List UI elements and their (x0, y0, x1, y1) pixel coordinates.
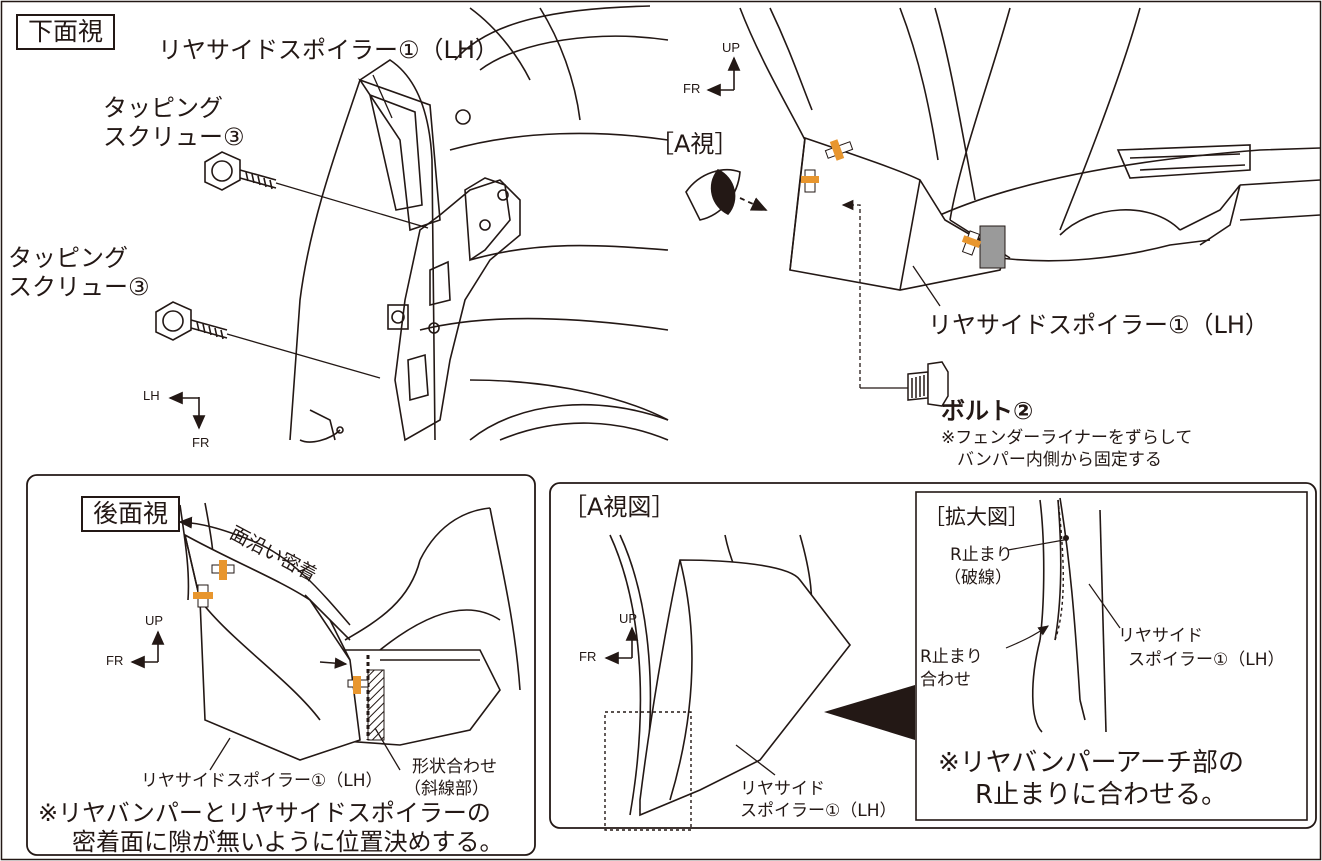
r-stop1-line1: R止まり (950, 545, 1013, 565)
screw-2-label-line2: スクリュー③ (8, 273, 150, 301)
zoom-note-line2: R止まりに合わせる。 (975, 780, 1228, 810)
view-a-label: ［A視］ (650, 130, 739, 158)
top-left-part-label: リヤサイドスポイラー①（LH） (158, 36, 499, 64)
view-a-arrow (739, 197, 768, 211)
rear-axis-up-label: UP (145, 613, 164, 628)
tape-pieces-top-right (801, 139, 982, 256)
r-stop2-line2: 合わせ (920, 670, 971, 690)
screw-2-label-line1: タッピング (8, 244, 128, 272)
leader-part-rear (209, 737, 231, 771)
underside-view-title: 下面視 (16, 14, 116, 50)
zoom-pointer (824, 685, 915, 740)
bolt-hidden-arrow (841, 199, 861, 388)
view-a-zoom-box (604, 711, 692, 831)
leader-part-top-right (912, 265, 941, 307)
r-stop2-line1: R止まり (920, 647, 983, 667)
screw-1-label-line2: スクリュー③ (103, 123, 245, 151)
bolt-label: ボルト② (941, 397, 1034, 425)
rear-axis-fr-label: FR (106, 653, 124, 668)
leader-shape-match (374, 727, 401, 771)
view-a-drawing (609, 534, 852, 817)
tape-pieces-rear (193, 560, 369, 694)
bolt-note-line2: バンパー内側から固定する (957, 450, 1162, 470)
panel-view-a (549, 482, 1317, 829)
rear-view-title: 後面視 (81, 496, 181, 532)
tapping-screw-2-graphic (155, 301, 228, 341)
view-a-diagram-title: ［A視図］ (563, 493, 676, 521)
zoom-part-line1: リヤサイド (1118, 626, 1203, 646)
screw-1-label-line1: タッピング (103, 94, 223, 122)
leader-part-top-left (372, 74, 393, 119)
rear-part-label: リヤサイドスポイラー①（LH） (141, 771, 383, 791)
axis-lh-label: LH (143, 388, 160, 403)
diag-label-arrow (178, 516, 351, 626)
va-part-line1: リヤサイド (740, 779, 825, 799)
leader-screw-2 (226, 333, 381, 379)
rear-note-line1: ※リヤバンパーとリヤサイドスポイラーの (38, 799, 491, 827)
va-part-line2: スポイラー①（LH） (740, 801, 897, 821)
tapping-screw-1-graphic (204, 151, 277, 191)
gray-seal (979, 225, 1006, 269)
zoom-part-line2: スポイラー①（LH） (1128, 650, 1285, 670)
va-axis-up-label: UP (619, 611, 638, 626)
r-stop1-line2: （破線） (944, 568, 1012, 588)
shape-match-line2: （斜線部） (404, 779, 489, 799)
axis-fr-label: FR (192, 435, 210, 450)
bolt-graphic (907, 361, 949, 407)
leader-screw-1 (275, 182, 429, 229)
zoom-title: ［拡大図］ (924, 505, 1029, 529)
leader-part-view-a (735, 744, 776, 776)
eye-icon (685, 168, 741, 221)
rear-view-drawing (739, 7, 1321, 291)
zoom-note-line1: ※リヤバンパーアーチ部の (938, 748, 1244, 778)
tr-axis-fr-label: FR (683, 81, 701, 96)
va-axis-fr-label: FR (579, 649, 597, 664)
rear-view-lower-drawing (179, 502, 521, 761)
rear-note-line2: 密着面に隙が無いように位置決めする。 (72, 828, 504, 856)
zoom-box (915, 491, 1308, 821)
shape-match-line1: 形状合わせ (412, 757, 497, 777)
bolt-note-line1: ※フェンダーライナーをずらして (941, 428, 1193, 448)
tr-axis-up-label: UP (722, 40, 741, 55)
top-right-part-label: リヤサイドスポイラー①（LH） (928, 311, 1269, 339)
panel-rear-view (26, 474, 536, 856)
underside-view-drawing (289, 5, 669, 443)
